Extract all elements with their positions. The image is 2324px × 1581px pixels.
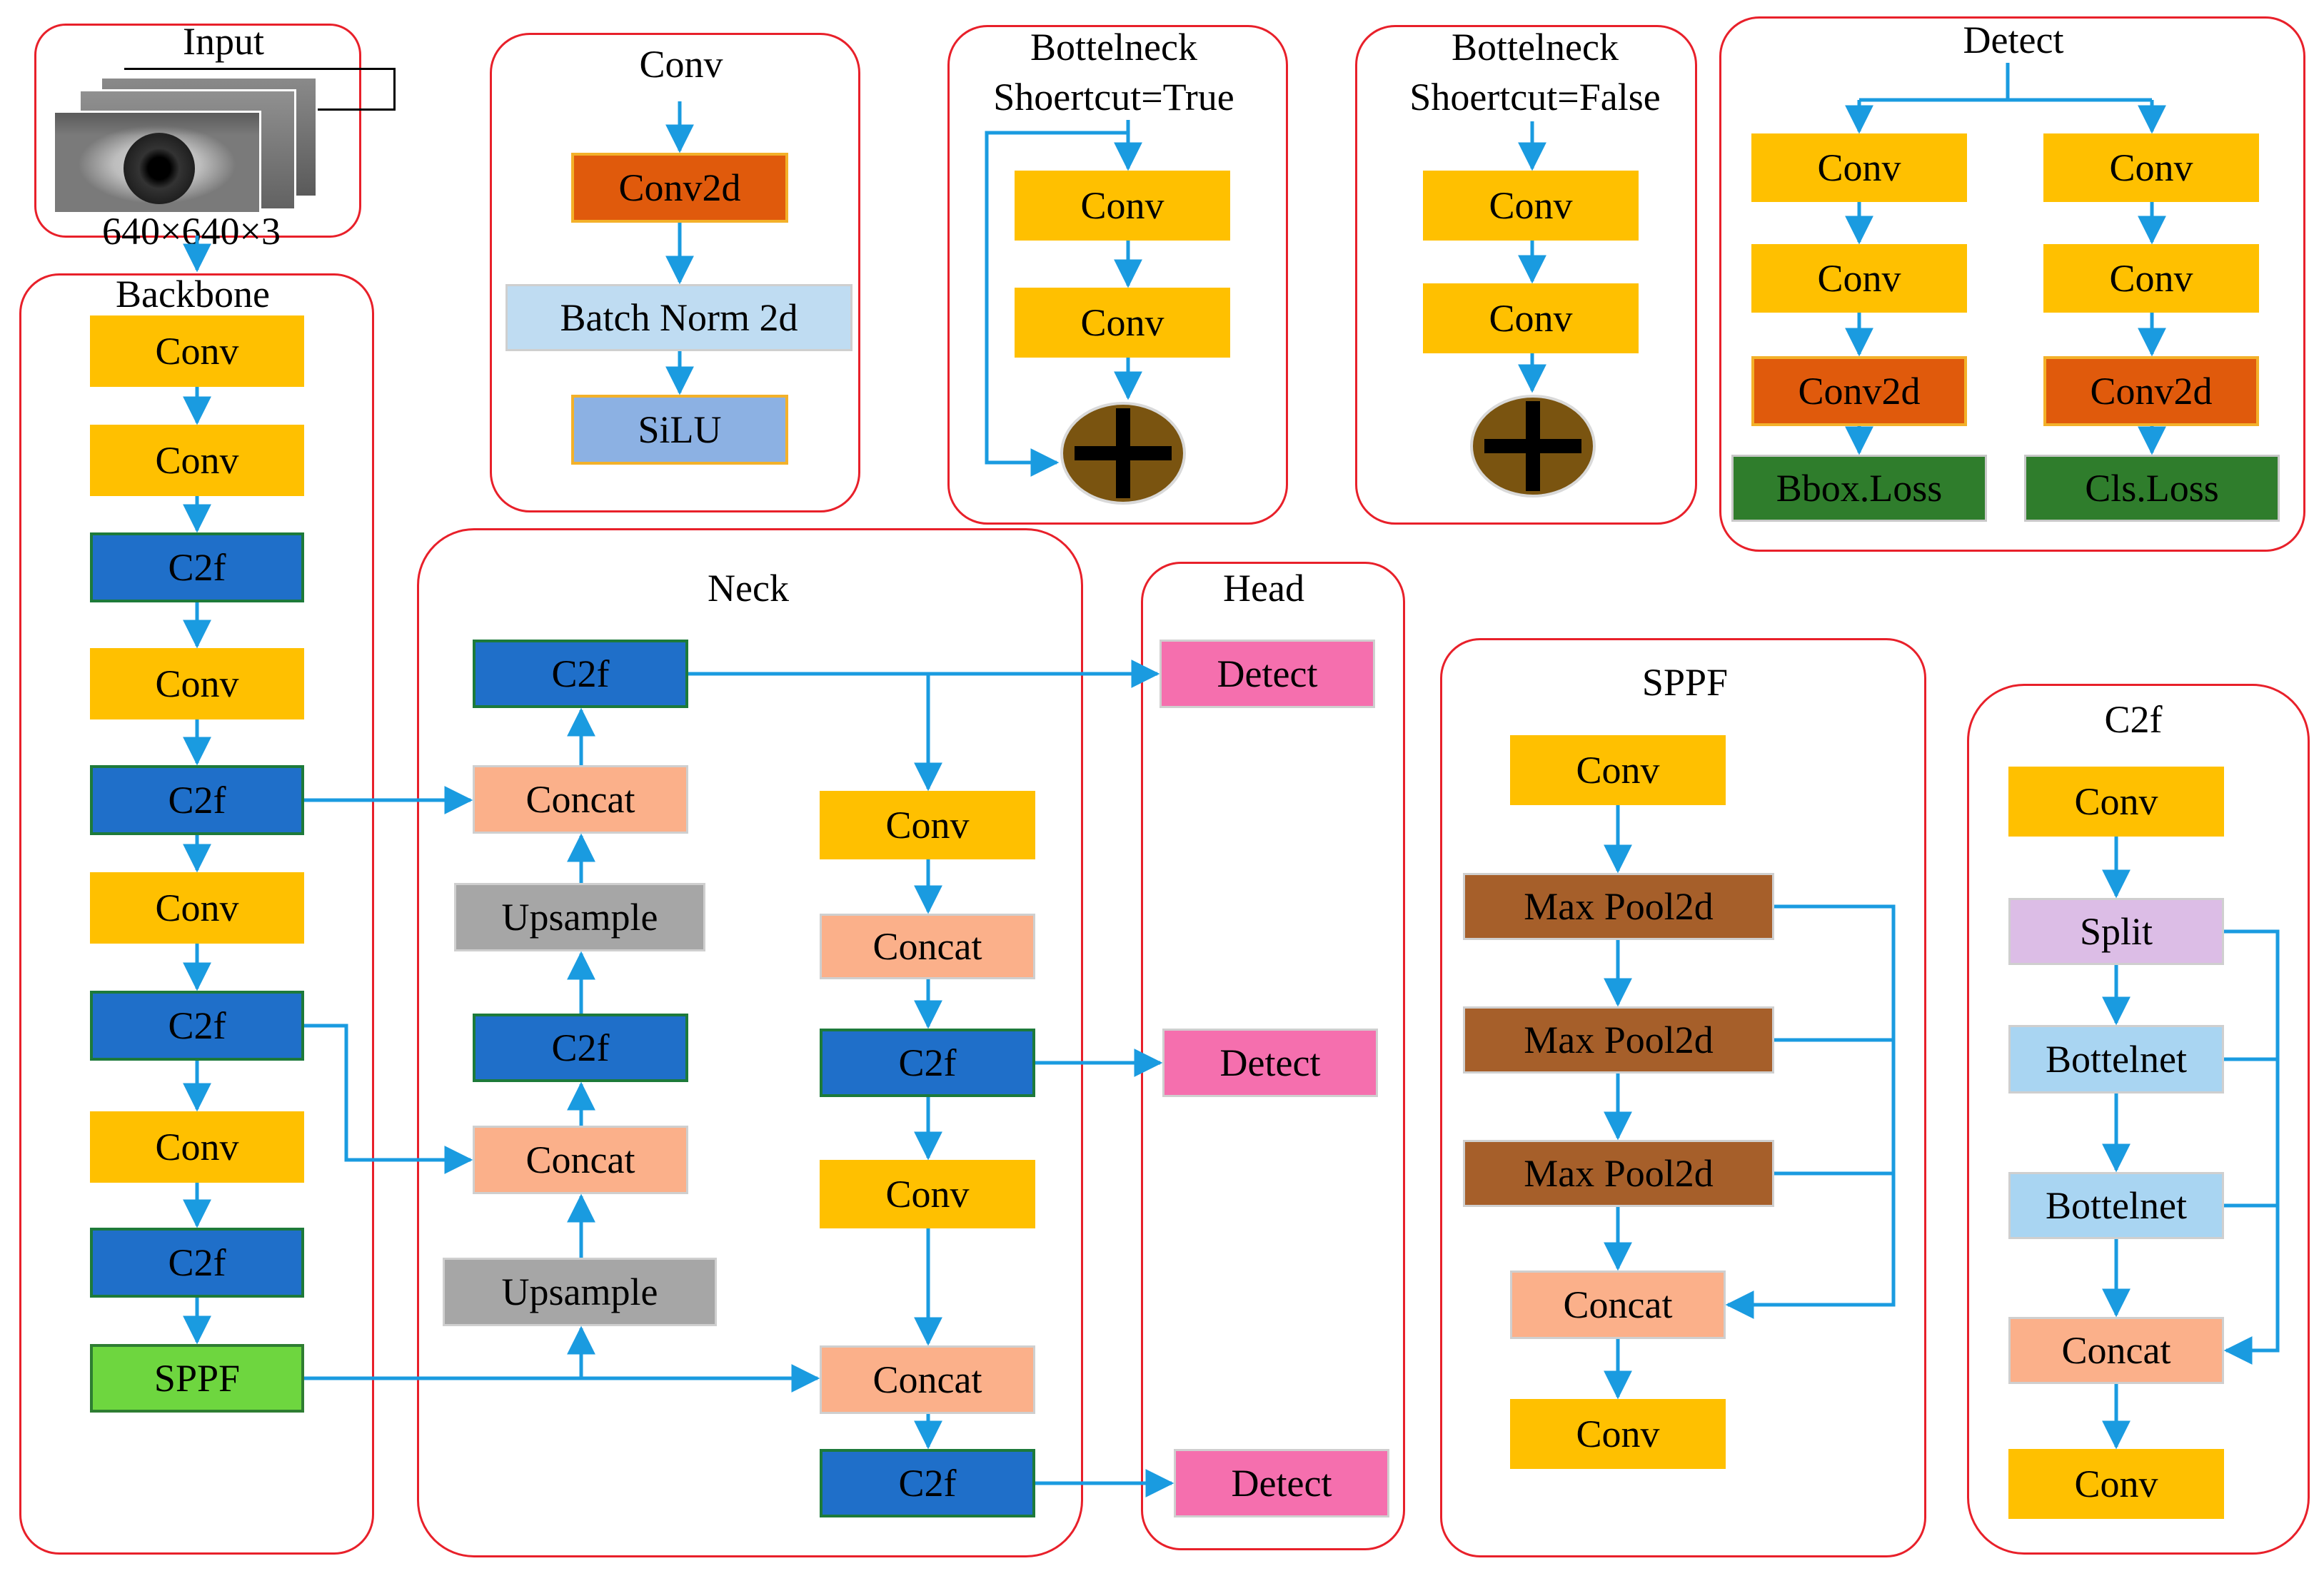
bottleneck-false-subtitle: Shoertcut=False <box>1409 76 1661 118</box>
backbone-sppf: SPPF <box>90 1344 304 1413</box>
head-detect-2: Detect <box>1162 1029 1378 1097</box>
eye-photo-stack-icon <box>53 68 396 214</box>
neck-c2f-top: C2f <box>473 640 688 708</box>
neck-upsample-2: Upsample <box>443 1258 717 1326</box>
sppf-maxpool-3: Max Pool2d <box>1463 1140 1774 1207</box>
detect-right-conv-2: Conv <box>2043 244 2259 313</box>
neck-title: Neck <box>708 567 789 610</box>
c2f-module-panel <box>1967 684 2310 1555</box>
bottleneck-false-conv-2: Conv <box>1423 283 1639 353</box>
c2f-module-bottelnet-1: Bottelnet <box>2008 1025 2224 1093</box>
detect-right-conv2d: Conv2d <box>2043 356 2259 426</box>
backbone-title: Backbone <box>116 273 270 315</box>
backbone-conv-4: Conv <box>90 872 304 944</box>
sppf-module-title: SPPF <box>1641 661 1729 704</box>
detect-module-panel <box>1719 16 2305 552</box>
c2f-module-bottelnet-2: Bottelnet <box>2008 1172 2224 1239</box>
bottleneck-true-conv-1: Conv <box>1015 171 1230 241</box>
c2f-module-conv-1: Conv <box>2008 767 2224 837</box>
conv-module-panel <box>490 33 860 512</box>
neck-concat-4: Concat <box>820 1345 1035 1414</box>
plus-add-icon <box>1060 402 1186 505</box>
bottleneck-false-conv-1: Conv <box>1423 171 1639 241</box>
c2f-module-split: Split <box>2008 898 2224 965</box>
detect-left-conv2d: Conv2d <box>1751 356 1967 426</box>
bottleneck-false-panel <box>1355 25 1697 525</box>
plus-add-icon <box>1470 395 1596 497</box>
neck-c2f-right-2: C2f <box>820 1449 1035 1517</box>
sppf-conv-2: Conv <box>1510 1399 1726 1469</box>
detect-left-conv-1: Conv <box>1751 133 1967 202</box>
neck-conv-1: Conv <box>820 791 1035 859</box>
sppf-module-panel <box>1440 638 1926 1557</box>
neck-concat-2: Concat <box>473 1126 688 1194</box>
backbone-conv-5: Conv <box>90 1111 304 1183</box>
detect-right-conv-1: Conv <box>2043 133 2259 202</box>
conv-module-silu: SiLU <box>571 395 788 465</box>
backbone-c2f-1: C2f <box>90 532 304 602</box>
sppf-maxpool-2: Max Pool2d <box>1463 1006 1774 1074</box>
conv-module-title: Conv <box>639 43 723 86</box>
neck-panel <box>417 528 1083 1557</box>
backbone-conv-2: Conv <box>90 425 304 496</box>
head-detect-1: Detect <box>1160 640 1375 708</box>
backbone-c2f-4: C2f <box>90 1228 304 1298</box>
detect-bbox-loss: Bbox.Loss <box>1731 455 1987 522</box>
sppf-conv-1: Conv <box>1510 735 1726 805</box>
bottleneck-false-title: Bottelneck <box>1452 26 1619 69</box>
neck-concat-1: Concat <box>473 765 688 834</box>
neck-concat-3: Concat <box>820 914 1035 979</box>
neck-conv-2: Conv <box>820 1160 1035 1228</box>
bottleneck-true-title: Bottelneck <box>1030 26 1197 69</box>
detect-cls-loss: Cls.Loss <box>2024 455 2280 522</box>
c2f-module-title: C2f <box>2104 698 2163 741</box>
head-detect-3: Detect <box>1174 1449 1389 1517</box>
detect-left-conv-2: Conv <box>1751 244 1967 313</box>
conv-module-batchnorm: Batch Norm 2d <box>505 284 852 351</box>
c2f-module-conv-2: Conv <box>2008 1449 2224 1519</box>
backbone-conv-1: Conv <box>90 315 304 387</box>
input-title: Input <box>183 20 264 63</box>
detect-module-title: Detect <box>1963 19 2064 61</box>
sppf-maxpool-1: Max Pool2d <box>1463 873 1774 940</box>
backbone-c2f-3: C2f <box>90 991 304 1061</box>
neck-c2f-right-1: C2f <box>820 1029 1035 1097</box>
bottleneck-true-subtitle: Shoertcut=True <box>993 76 1234 118</box>
bottleneck-true-panel <box>947 25 1288 525</box>
neck-upsample-1: Upsample <box>454 883 705 951</box>
conv-module-conv2d: Conv2d <box>571 153 788 223</box>
backbone-conv-3: Conv <box>90 648 304 719</box>
c2f-module-concat: Concat <box>2008 1317 2224 1384</box>
neck-c2f-mid: C2f <box>473 1014 688 1082</box>
backbone-panel <box>19 273 374 1555</box>
bottleneck-true-conv-2: Conv <box>1015 288 1230 358</box>
sppf-concat: Concat <box>1510 1271 1726 1339</box>
backbone-c2f-2: C2f <box>90 765 304 835</box>
head-title: Head <box>1223 567 1304 610</box>
